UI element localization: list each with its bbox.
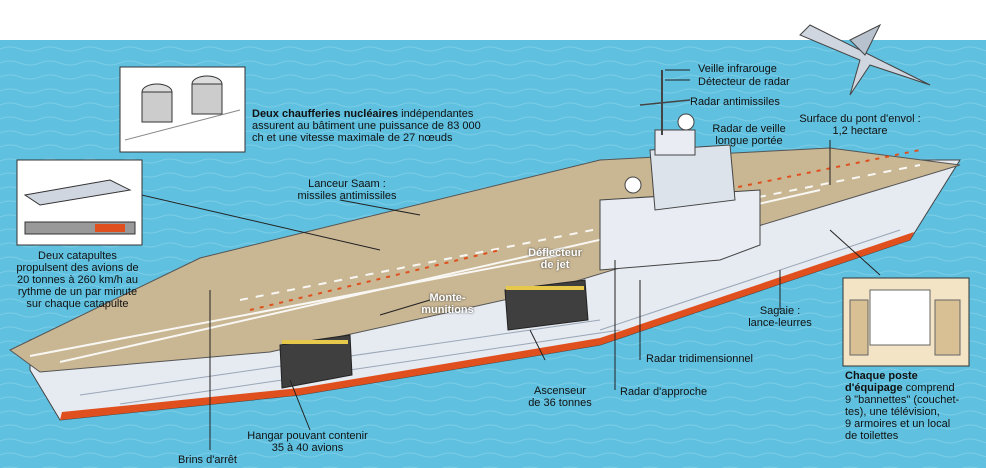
poste-title: Chaque poste d'équipage bbox=[845, 370, 918, 394]
poste-body: comprend 9 "bannettes" (couchet- tes), u… bbox=[845, 382, 960, 442]
label-surface-pont: Surface du pont d'envol : 1,2 hectare bbox=[799, 113, 921, 137]
label-radar-antimissiles: Radar antimissiles bbox=[690, 96, 780, 108]
label-hangar: Hangar pouvant contenir 35 à 40 avions bbox=[247, 430, 368, 454]
label-monte-munitions: Monte- munitions bbox=[421, 292, 474, 316]
radar-dome-2 bbox=[624, 176, 642, 194]
label-ascenseur: Ascenseur de 36 tonnes bbox=[528, 385, 592, 409]
label-lanceur-saam: Lanceur Saam : missiles antimissiles bbox=[297, 178, 397, 202]
label-detecteur-radar: Détecteur de radar bbox=[698, 76, 790, 88]
chaufferies-text: Deux chaufferies nucléaires indépendante… bbox=[252, 108, 492, 144]
label-radar-tridimensionnel: Radar tridimensionnel bbox=[646, 353, 753, 365]
chaufferies-body: indépendantes assurent au bâtiment une p… bbox=[252, 108, 481, 144]
rafale-aircraft bbox=[799, 23, 931, 96]
chaufferies-title: Deux chaufferies nucléaires bbox=[252, 108, 399, 120]
label-radar-veille: Radar de veille longue portée bbox=[712, 123, 786, 147]
label-veille-infrarouge: Veille infrarouge bbox=[698, 63, 777, 75]
label-deflecteur: Déflecteur de jet bbox=[528, 247, 582, 271]
radar-dome bbox=[677, 113, 695, 131]
label-sagaie: Sagaie : lance-leurres bbox=[748, 305, 812, 329]
poste-text: Chaque poste d'équipage comprend 9 "bann… bbox=[845, 370, 980, 442]
elevator-mid bbox=[504, 279, 589, 331]
label-radar-approche: Radar d'approche bbox=[620, 386, 708, 398]
inset-crew-quarters-art bbox=[842, 277, 970, 367]
inset-reactors-art bbox=[119, 66, 246, 153]
label-brins-arret: Brins d'arrêt bbox=[178, 454, 237, 466]
inset-catapult-art bbox=[16, 159, 143, 246]
catapultes-text: Deux catapultes propulsent des avions de… bbox=[16, 250, 139, 310]
elevator-aft bbox=[279, 334, 353, 389]
